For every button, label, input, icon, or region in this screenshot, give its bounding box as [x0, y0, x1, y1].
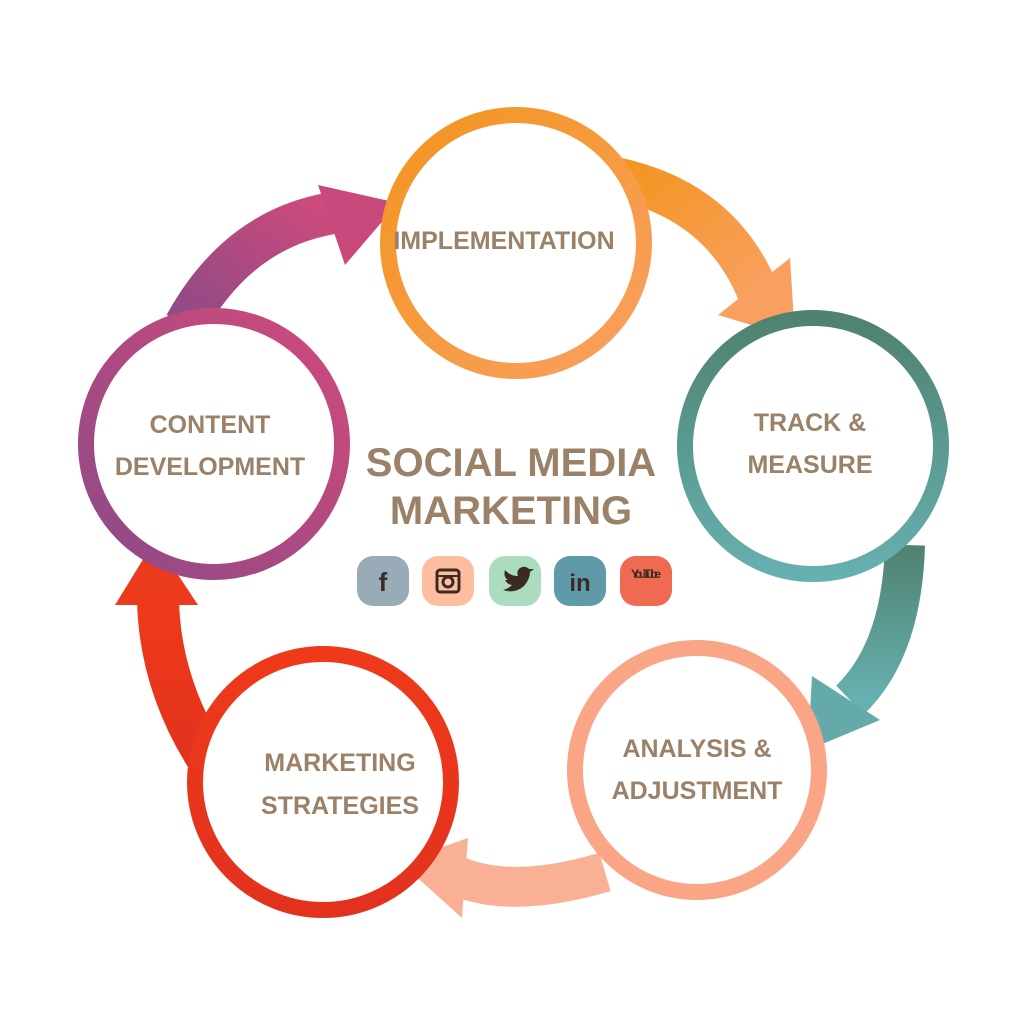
svg-text:in: in: [569, 570, 590, 597]
analysis-label-line2: ADJUSTMENT: [612, 777, 783, 805]
analysis-adjustment-circle: [567, 640, 827, 900]
marketing-label-line2: STRATEGIES: [261, 792, 419, 820]
marketing-strategies-circle: [187, 646, 459, 918]
youtube-icon[interactable]: You Tube: [620, 556, 672, 606]
implementation-circle: [380, 107, 652, 379]
content-development-circle: [78, 308, 350, 580]
track-label-line1: TRACK &: [754, 409, 867, 437]
linkedin-icon[interactable]: in: [554, 556, 606, 606]
marketing-label-line1: MARKETING: [264, 749, 415, 777]
arrow-track-to-analysis: [808, 544, 925, 750]
track-label-line2: MEASURE: [747, 451, 872, 479]
analysis-label-line1: ANALYSIS &: [622, 735, 771, 763]
instagram-icon[interactable]: [422, 556, 474, 606]
center-title-line1: SOCIAL MEDIA: [366, 441, 656, 485]
svg-text:f: f: [379, 567, 388, 597]
svg-text:You Tube: You Tube: [631, 567, 661, 581]
arrow-content-to-implementation: [166, 185, 398, 336]
center-title-line2: MARKETING: [390, 489, 632, 533]
implementation-label: IMPLEMENTATION: [393, 227, 614, 255]
content-label-line1: CONTENT: [150, 411, 271, 439]
facebook-icon[interactable]: f: [357, 556, 409, 606]
content-label-line2: DEVELOPMENT: [115, 453, 305, 481]
twitter-icon[interactable]: [489, 556, 541, 606]
track-measure-circle: [677, 310, 949, 582]
